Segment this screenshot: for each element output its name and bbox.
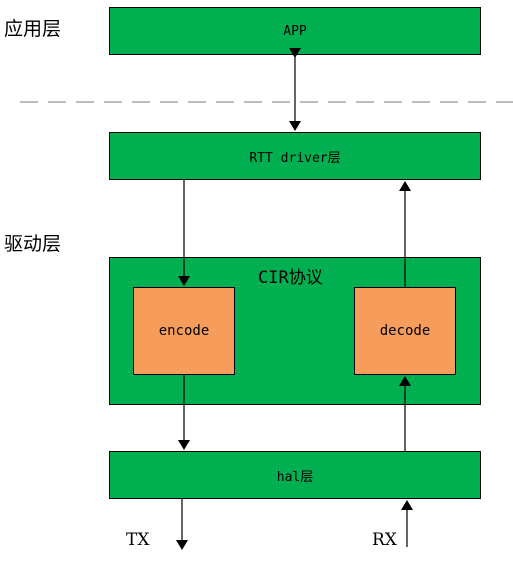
cir-protocol-title: CIR协议	[258, 268, 323, 288]
rtt-driver-box-label: RTT driver层	[249, 150, 341, 166]
decode-box-label: decode	[379, 323, 431, 339]
rtt-driver-box: RTT driver层	[109, 132, 481, 180]
encode-box: encode	[133, 287, 235, 375]
tx-label: TX	[126, 530, 150, 550]
hal-box: hal层	[109, 451, 481, 499]
application-layer-label: 应用层	[4, 18, 62, 40]
decode-box: decode	[354, 287, 456, 375]
encode-box-label: encode	[158, 323, 210, 339]
rx-label: RX	[372, 530, 397, 550]
app-box: APP	[109, 7, 481, 55]
app-box-label: APP	[283, 23, 307, 39]
hal-box-label: hal层	[276, 469, 314, 485]
driver-layer-label: 驱动层	[4, 233, 62, 255]
